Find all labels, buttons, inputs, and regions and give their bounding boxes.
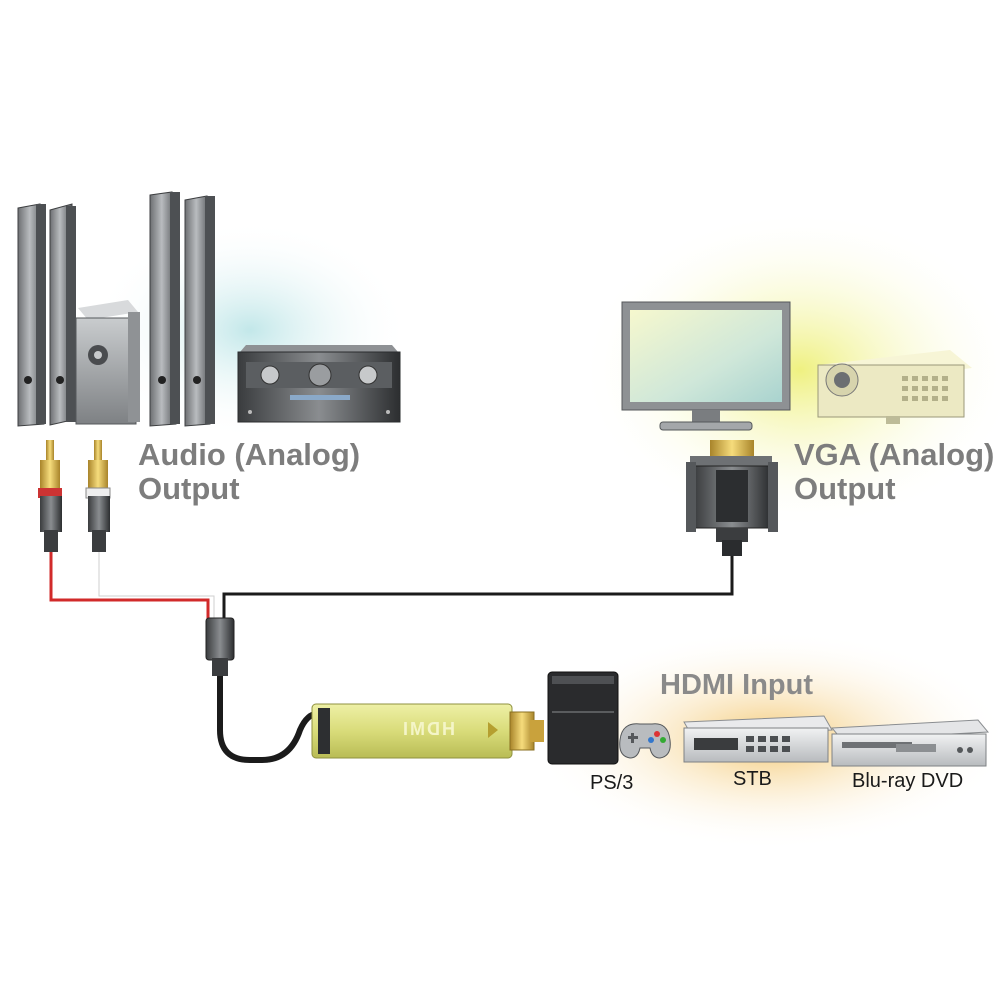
audio-output-label-line1: Audio (Analog) (138, 437, 361, 472)
set-top-box-icon (683, 715, 833, 763)
audio-output-label-line2: Output (138, 471, 240, 506)
vga-output-label-line1: VGA (Analog) (794, 437, 995, 472)
audio-output-label: Audio (Analog) Output (138, 438, 360, 506)
monitor-icon (621, 301, 791, 431)
source-label-stb: STB (733, 768, 772, 790)
hdmi-adapter-icon (311, 703, 544, 759)
hdmi-input-label: HDMI Input (660, 669, 814, 701)
projector-icon (817, 350, 972, 424)
source-label-ps3: PS/3 (590, 772, 634, 794)
ps3-console-icon (547, 671, 619, 765)
rca-plugs-icon (38, 440, 111, 552)
av-receiver-icon (237, 345, 401, 423)
adapter-logo: HDMI (401, 719, 455, 739)
bluray-player-icon (830, 719, 990, 767)
vga-plug-icon (686, 440, 778, 556)
speaker-system-icon (17, 191, 215, 427)
cable-joiner-icon (205, 617, 235, 661)
cables (49, 552, 734, 763)
cable-joiner-collar (212, 658, 228, 676)
vga-output-label-line2: Output (794, 471, 896, 506)
source-label-bluray: Blu-ray DVD (852, 770, 964, 792)
gamepad-icon (619, 723, 671, 759)
vga-output-label: VGA (Analog) Output (794, 438, 994, 506)
